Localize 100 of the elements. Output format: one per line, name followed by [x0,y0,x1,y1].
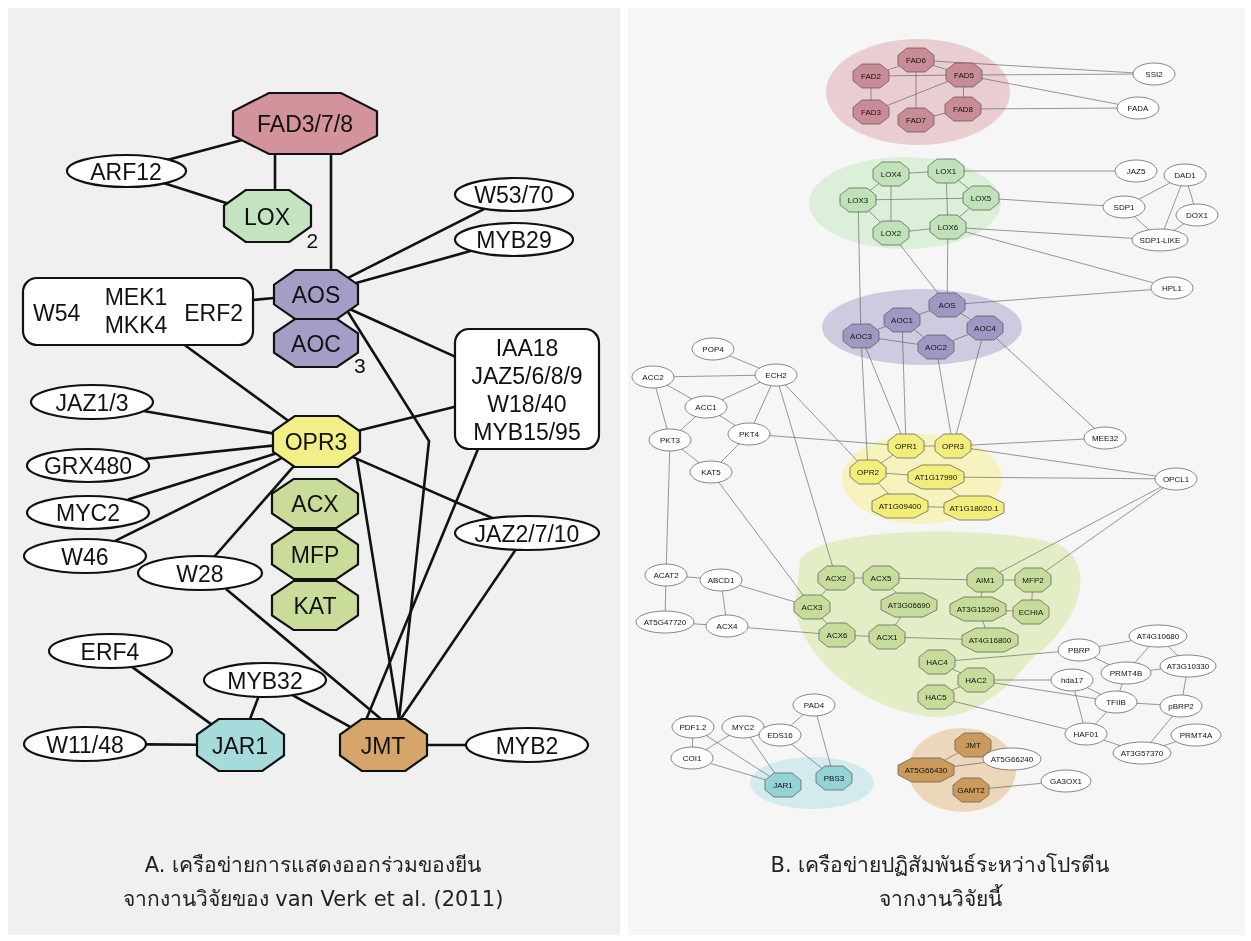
protein-octagon [946,63,982,87]
gene-label: HAC2 [964,676,988,685]
gene-ellipse [27,448,149,482]
gene-label: OPCL1 [1161,475,1191,484]
connector-line [347,207,486,279]
gene-ellipse [455,516,599,550]
connector-line [982,620,986,629]
connector-line [1134,216,1150,231]
gene-label: MYB29 [475,228,553,252]
gene-label: ERF4 [79,640,141,664]
protein-octagon [962,628,1018,652]
protein-octagon [908,465,964,489]
protein-octagon [816,766,852,790]
protein-octagon [873,162,909,186]
protein-octagon [863,566,899,590]
gene-label: LOX1 [934,167,958,176]
gene-ellipse [48,634,172,668]
gene-ellipse [1058,639,1100,661]
connector-line [981,73,1134,76]
protein-octagon [919,650,955,674]
connector-line [858,211,861,325]
connector-line [870,87,872,101]
gene-ellipse [1164,164,1206,186]
protein-octagon [881,593,937,617]
gene-ellipse [728,423,770,445]
gene-label: LOX4 [879,170,903,179]
gene-label: HAC5 [924,693,948,702]
gene-ellipse [1132,229,1188,251]
copy-number: 2 [306,230,319,251]
gene-label: MEK1 MKK4 [103,282,169,339]
gene-label: FAD7 [905,116,927,125]
gene-label: AT5G66430 [903,766,949,775]
gene-label: DOX1 [1185,211,1209,220]
gene-label: AT3G57370 [1119,749,1165,758]
connector-line [248,696,260,720]
gene-label: ACX5 [869,574,893,583]
gene-ellipse [1115,160,1157,182]
gene-label: AT3G15290 [955,605,1001,614]
connector-line [739,585,795,603]
connector-line [167,138,243,161]
gene-label: LOX [243,205,291,229]
protein-octagon [853,100,889,124]
gene-ellipse [793,694,835,716]
connector-line [1005,610,1014,612]
gene-label: ACX4 [715,622,739,631]
gene-label: FAD5 [953,71,975,80]
connector-line [918,310,931,315]
protein-octagon [955,733,991,757]
protein-octagon [963,186,999,210]
connector-line [853,577,864,579]
connector-line [995,338,1095,429]
connector-line [965,227,1133,239]
protein-octagon [873,221,909,245]
protein-octagon [958,668,994,692]
connector-line [885,473,909,476]
connector-line [821,589,827,596]
connector-line [904,637,963,640]
connector-line [888,74,947,77]
protein-octagon [233,92,377,154]
connector-line [898,578,968,580]
connector-line [988,783,1042,789]
connector-line [878,482,889,495]
gene-label: OPR1 [894,442,918,451]
connector-line [944,752,959,761]
gene-label: ECHIA [1017,608,1045,617]
protein-octagon [967,568,1003,592]
connector-line [963,86,964,98]
connector-line [1134,646,1150,663]
gene-label: PAD4 [802,701,826,710]
gene-label: JAZ5/6/8/9 [470,364,584,388]
gene-label: ACC1 [694,403,718,412]
connector-line [951,334,970,341]
connector-line [722,590,726,616]
panel-caption: A. เครือข่ายการแสดงออกร่วมของยีน จากงานวิจัยของ van Verk et al. (2011) [121,852,505,913]
gene-ellipse [690,461,732,483]
gene-ellipse [66,155,186,187]
gene-label: GRX480 [42,454,134,478]
gene-label: ACC2 [641,373,665,382]
gene-label: JAR1 [772,781,794,790]
connector-line [1136,703,1161,705]
gene-ellipse [455,222,573,256]
protein-octagon [898,48,934,72]
gene-label: HAF01 [1072,730,1100,739]
protein-octagon [819,623,855,647]
connector-line [953,701,1068,730]
connector-line [927,506,945,508]
connector-line [1098,640,1132,647]
connector-line [399,549,517,720]
gene-ellipse [1084,427,1126,449]
gene-ellipse [706,615,748,637]
gene-label: MYB2 [494,734,560,758]
protein-octagon [950,597,1006,621]
connector-line [951,668,962,674]
gene-ellipse [1051,669,1093,691]
gene-label: ACX3 [800,603,824,612]
gene-ellipse [692,338,734,360]
gene-label: W53/70 [473,183,555,207]
gene-label: PBRP [1067,646,1091,655]
gene-label: ECH2 [764,371,788,380]
connector-line [719,415,736,426]
